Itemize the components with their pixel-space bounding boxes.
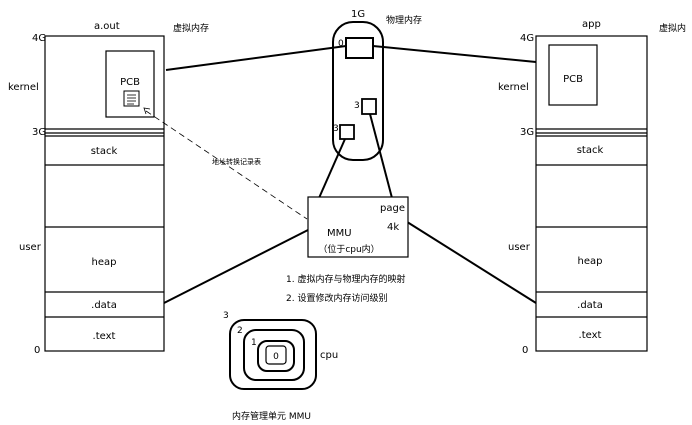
ring-2 bbox=[243, 329, 305, 381]
left-virtual-memory: a.out 虚拟内存 4G 3G 0 kernel user PCB stack… bbox=[8, 21, 209, 356]
physical-level-3a: 3 bbox=[354, 101, 360, 111]
mmu-name: MMU bbox=[327, 228, 352, 239]
ring-0 bbox=[265, 345, 287, 365]
ring-3 bbox=[229, 319, 317, 390]
ring-3-label: 3 bbox=[223, 311, 229, 321]
cpu-rings: 3 2 1 0 cpu bbox=[223, 311, 338, 390]
ring-0-label: 0 bbox=[273, 352, 279, 362]
caption: 内存管理单元 MMU bbox=[232, 410, 311, 422]
ring-1-label: 1 bbox=[251, 338, 257, 348]
physical-level-0: 0 bbox=[338, 39, 344, 49]
right-virtual-memory-label: 虚拟内 bbox=[659, 22, 686, 34]
physical-level-3b: 3 bbox=[333, 124, 339, 134]
page-table-label: 地址转换记录表 bbox=[212, 157, 261, 166]
mmu-box bbox=[307, 196, 409, 258]
physical-memory-title: 物理内存 bbox=[386, 14, 422, 26]
physical-page-user-2 bbox=[339, 124, 355, 140]
ring-1 bbox=[257, 340, 295, 372]
mmu-function-2: 2. 设置修改内存访问级别 bbox=[286, 292, 387, 304]
left-text-label: .text bbox=[93, 331, 116, 342]
left-virtual-memory-label: 虚拟内存 bbox=[173, 22, 209, 34]
right-pcb-box bbox=[548, 44, 598, 106]
mmu-functions: 1. 虚拟内存与物理内存的映射 2. 设置修改内存访问级别 bbox=[286, 273, 405, 304]
right-addr-4g: 4G bbox=[520, 33, 534, 44]
left-kernel-label: kernel bbox=[8, 82, 39, 93]
physical-memory: 1G 物理内存 0 3 3 bbox=[332, 9, 422, 161]
ring-2-label: 2 bbox=[237, 326, 243, 336]
cpu-label: cpu bbox=[320, 350, 338, 361]
physical-size-label: 1G bbox=[351, 9, 365, 20]
physical-page-kernel bbox=[345, 37, 374, 59]
mmu-function-1: 1. 虚拟内存与物理内存的映射 bbox=[286, 273, 405, 285]
left-process-title: a.out bbox=[94, 21, 120, 32]
physical-memory-capsule bbox=[332, 21, 384, 161]
right-virtual-memory: app 虚拟内 4G 3G 0 kernel user PCB stack he… bbox=[498, 19, 686, 356]
left-addr-0: 0 bbox=[34, 345, 40, 356]
mmu-page-size: 4k bbox=[387, 222, 399, 233]
right-heap-label: heap bbox=[578, 256, 603, 267]
left-addr-3g: 3G bbox=[32, 127, 46, 138]
left-user-label: user bbox=[19, 242, 42, 253]
document-icon bbox=[123, 90, 140, 107]
mmu-block: MMU （位于cpu内） page 4k bbox=[307, 196, 409, 258]
mmu-page-label: page bbox=[380, 203, 405, 214]
right-text-label: .text bbox=[579, 330, 602, 341]
mmu-note: （位于cpu内） bbox=[318, 243, 379, 255]
right-pcb-label: PCB bbox=[563, 74, 583, 85]
right-addr-3g: 3G bbox=[520, 127, 534, 138]
left-pcb-label: PCB bbox=[120, 77, 140, 88]
left-data-label: .data bbox=[91, 300, 117, 311]
physical-page-user-1 bbox=[361, 98, 377, 115]
right-data-label: .data bbox=[577, 300, 603, 311]
left-stack-label: stack bbox=[91, 146, 118, 157]
right-addr-0: 0 bbox=[522, 345, 528, 356]
right-process-title: app bbox=[582, 19, 601, 30]
right-user-label: user bbox=[508, 242, 531, 253]
right-kernel-label: kernel bbox=[498, 82, 529, 93]
left-addr-4g: 4G bbox=[32, 33, 46, 44]
left-heap-label: heap bbox=[92, 257, 117, 268]
mapping-lines: 地址转换记录表 bbox=[143, 45, 537, 304]
right-stack-label: stack bbox=[577, 145, 604, 156]
